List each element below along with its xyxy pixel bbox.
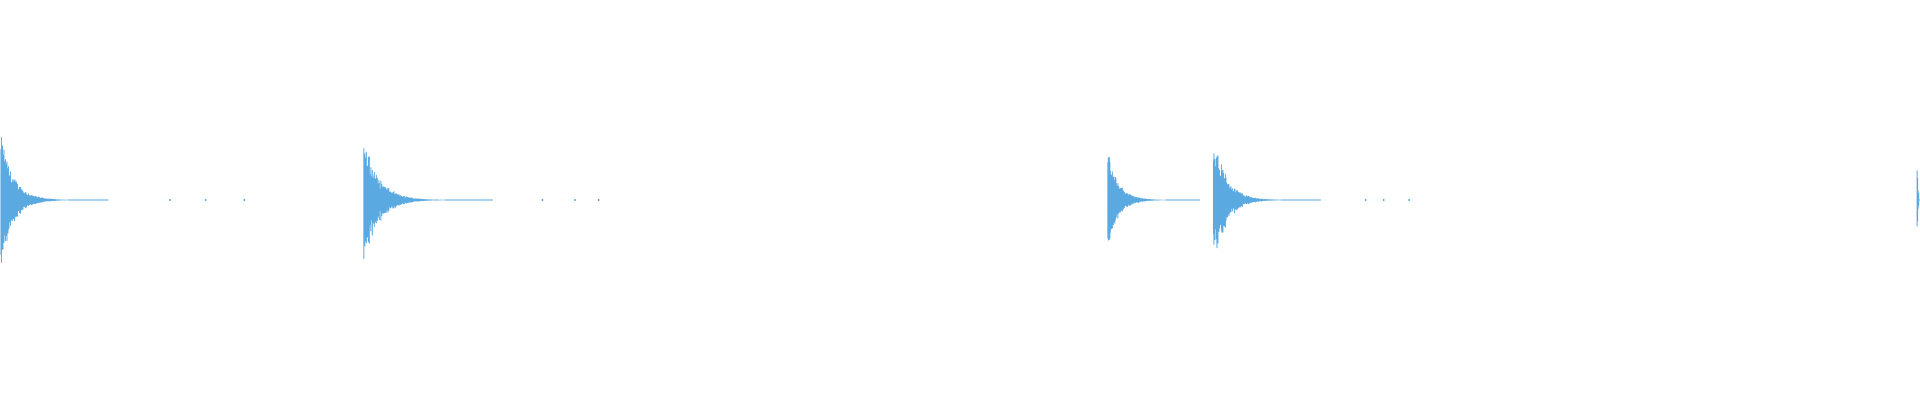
noise-speck (597, 199, 600, 201)
transient-5 (1916, 170, 1920, 227)
transient-2 (363, 148, 600, 259)
noise-speck (1382, 199, 1385, 201)
transient-3 (1107, 157, 1200, 241)
transient-1 (0, 137, 246, 263)
noise-speck (169, 199, 171, 201)
noise-speck (1408, 199, 1410, 201)
transient-4 (1212, 153, 1410, 249)
noise-speck (1364, 199, 1367, 201)
transient-burst (1212, 153, 1321, 249)
transient-burst (363, 148, 493, 259)
noise-speck (541, 199, 544, 201)
waveform-group (0, 137, 1920, 263)
transient-burst (0, 137, 109, 263)
noise-speck (204, 199, 207, 201)
transient-burst (1107, 157, 1200, 241)
noise-speck (574, 199, 576, 201)
noise-speck (243, 199, 246, 201)
transient-burst (1916, 170, 1920, 227)
